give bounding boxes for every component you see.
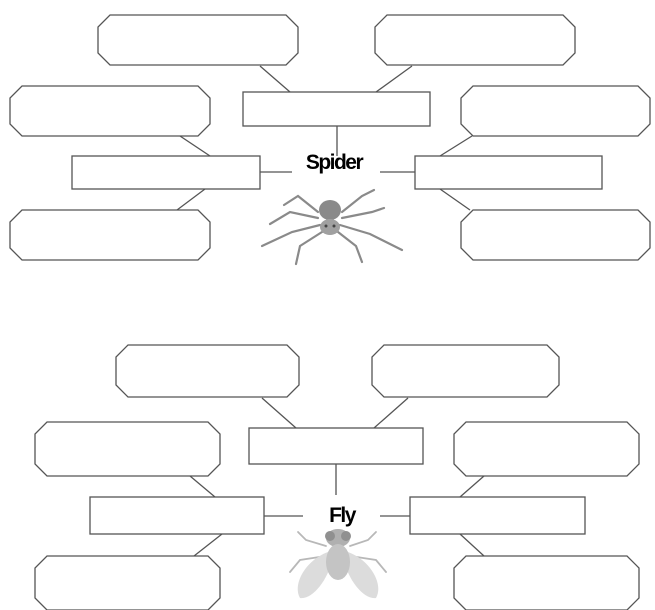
fly-box-upper-left[interactable] [35, 422, 220, 476]
fly-box-top-left[interactable] [116, 345, 299, 397]
fly-label: Fly [329, 504, 357, 527]
spider-box-top-left[interactable] [98, 15, 298, 65]
fly-box-top-right[interactable] [372, 345, 559, 397]
spider-box-center-top[interactable] [243, 92, 430, 126]
spider-box-upper-left[interactable] [10, 86, 210, 136]
fly-box-lower-right[interactable] [454, 556, 639, 610]
spider-box-top-right[interactable] [375, 15, 575, 65]
fly-box-center-top[interactable] [249, 428, 423, 464]
fly-box-lower-left[interactable] [35, 556, 220, 610]
spider-box-mid-left[interactable] [72, 156, 260, 189]
spider-box-lower-right[interactable] [461, 210, 650, 260]
spider-box-upper-right[interactable] [461, 86, 650, 136]
spider-icon [262, 190, 402, 264]
fly-box-mid-left[interactable] [90, 497, 264, 534]
spider-box-lower-left[interactable] [10, 210, 210, 260]
fly-icon [290, 529, 386, 598]
spider-box-mid-right[interactable] [415, 156, 602, 189]
fly-box-mid-right[interactable] [410, 497, 585, 534]
spider-label: Spider [306, 151, 364, 174]
fly-box-upper-right[interactable] [454, 422, 639, 476]
